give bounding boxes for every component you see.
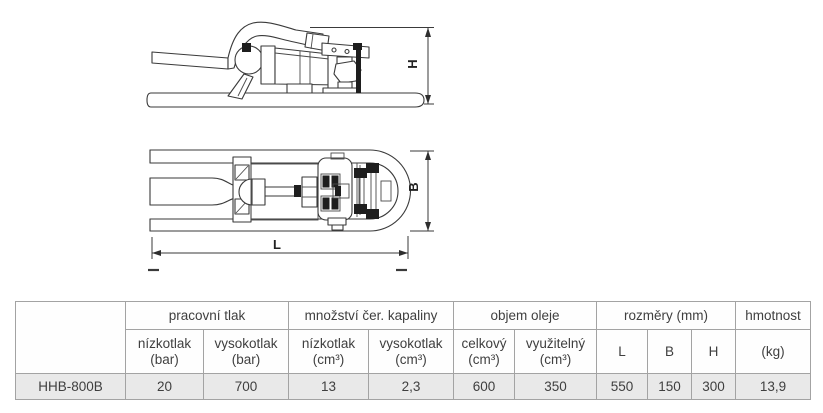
sub-header-h: H: [691, 329, 737, 374]
support-leg: [227, 73, 254, 100]
model-header-cell: [15, 301, 126, 374]
dim-b-label: B: [406, 182, 421, 191]
top-view: B L: [148, 149, 434, 272]
sub-header-kg: (kg): [735, 329, 812, 374]
data-cell: 13,9: [735, 373, 812, 400]
data-cell: 550: [596, 373, 649, 400]
sub-header-l: L: [596, 329, 649, 374]
data-cell: 600: [453, 373, 516, 400]
data-cell: 150: [647, 373, 693, 400]
group-header-objem-oleje: objem oleje: [453, 301, 598, 330]
group-header-hmotnost: hmotnost: [735, 301, 812, 330]
group-header-rozmery: rozměry (mm): [596, 301, 737, 330]
mount-flange: [322, 87, 358, 94]
group-header-pracovni-tlak: pracovní tlak: [124, 301, 290, 330]
sub-header-nizkotlak-cm3: nízkotlak (cm³): [288, 329, 370, 374]
group-header-mnozstvi-kapaliny: množství čer. kapaliny: [288, 301, 455, 330]
data-cell: 20: [125, 373, 204, 400]
release-rod: [356, 47, 361, 93]
spec-table: pracovní tlak množství čer. kapaliny obj…: [15, 301, 812, 400]
sub-header-nizkotlak-bar: nízkotlak (bar): [125, 329, 204, 374]
sub-header-vysokotlak-cm3: vysokotlak (cm³): [368, 329, 455, 374]
side-view: H: [146, 21, 434, 108]
sub-header-vyuzitelny: využitelný (cm³): [514, 329, 598, 374]
pedal-arm: [151, 51, 229, 70]
sub-header-vysokotlak-bar: vysokotlak (bar): [202, 329, 290, 374]
clevis-cap: [260, 45, 276, 85]
frame-outer: [149, 149, 412, 232]
dim-h-label: H: [405, 59, 420, 68]
dim-l-label: L: [273, 237, 281, 252]
data-row: HHB-800B 20 700 13 2,3 600 350 550 150 3…: [15, 373, 812, 400]
sub-header-celkovy: celkový (cm³): [453, 329, 516, 374]
data-cell: 300: [691, 373, 737, 400]
technical-drawing: H: [146, 21, 434, 272]
model-cell: HHB-800B: [15, 373, 126, 400]
data-cell: 2,3: [368, 373, 455, 400]
sub-header-row: nízkotlak (bar) vysokotlak (bar) nízkotl…: [16, 329, 812, 374]
pivot-pin: [242, 43, 251, 52]
base-plate: [146, 92, 425, 108]
data-cell: 13: [288, 373, 370, 400]
group-header-row: pracovní tlak množství čer. kapaliny obj…: [15, 301, 812, 374]
data-cell: 350: [514, 373, 598, 400]
data-cell: 700: [202, 373, 290, 400]
sub-header-b: B: [647, 329, 693, 374]
